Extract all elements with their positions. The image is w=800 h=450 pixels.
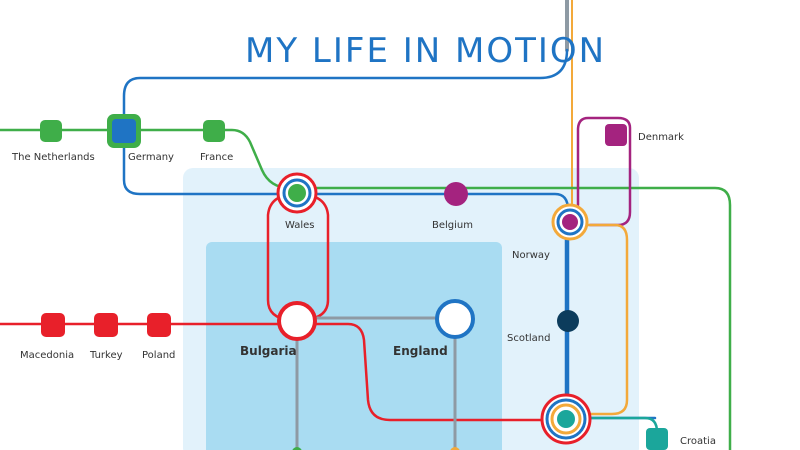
bottom-station-green	[292, 447, 302, 450]
label-the-netherlands: The Netherlands	[11, 152, 95, 163]
label-germany: Germany	[128, 152, 174, 163]
station-denmark[interactable]	[605, 124, 627, 146]
bottom-station-orange	[450, 447, 460, 450]
purple-line	[576, 116, 632, 227]
label-belgium: Belgium	[432, 220, 473, 231]
station-scotland[interactable]	[557, 310, 579, 332]
page-title: MY LIFE IN MOTION	[245, 31, 606, 71]
label-bulgaria: Bulgaria	[240, 344, 297, 358]
station-croatia[interactable]	[646, 428, 668, 450]
station-wales[interactable]	[288, 184, 306, 202]
label-norway: Norway	[512, 250, 550, 261]
station-norway[interactable]	[562, 214, 578, 230]
station-bulgaria[interactable]	[277, 301, 317, 341]
zone-inner	[206, 242, 502, 450]
station-france[interactable]	[203, 120, 225, 142]
label-wales: Wales	[285, 220, 315, 231]
hub-station[interactable]	[557, 410, 575, 428]
station-the-netherlands[interactable]	[40, 120, 62, 142]
label-denmark: Denmark	[638, 132, 684, 143]
station-turkey[interactable]	[94, 313, 118, 337]
red-line	[0, 322, 572, 422]
label-france: France	[200, 152, 233, 163]
station-belgium[interactable]	[444, 182, 468, 206]
label-poland: Poland	[142, 350, 175, 361]
label-england: England	[393, 344, 448, 358]
label-turkey: Turkey	[89, 350, 123, 361]
label-croatia: Croatia	[680, 436, 716, 447]
station-macedonia[interactable]	[41, 313, 65, 337]
label-macedonia: Macedonia	[20, 350, 74, 361]
orange-line	[573, 223, 629, 416]
station-poland[interactable]	[147, 313, 171, 337]
green-line	[0, 128, 732, 450]
label-scotland: Scotland	[507, 333, 550, 344]
station-england[interactable]	[435, 299, 475, 339]
station-germany[interactable]	[112, 119, 136, 143]
